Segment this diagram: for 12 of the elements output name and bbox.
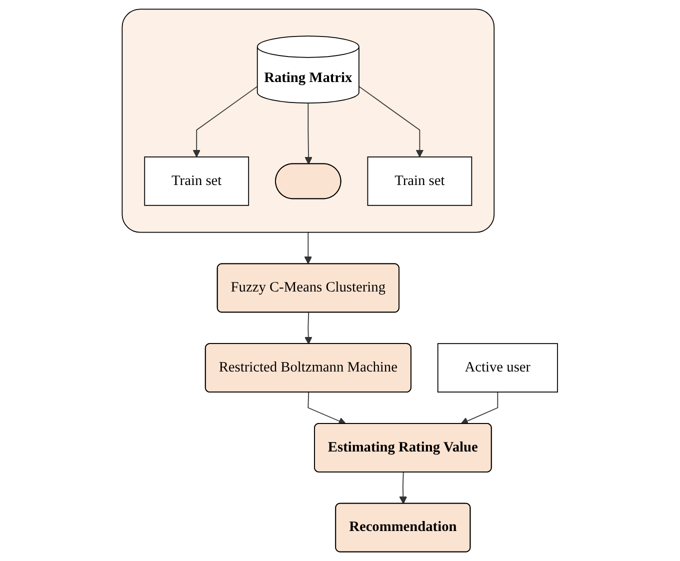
arrow <box>304 232 312 264</box>
node-box: Active user <box>438 343 558 393</box>
arrow <box>399 472 408 504</box>
arrow <box>304 102 313 164</box>
arrow <box>308 392 346 425</box>
node-box: Train set <box>367 156 472 206</box>
arrow <box>460 392 498 425</box>
node-box: Train set <box>144 156 250 206</box>
cluster <box>122 8 495 233</box>
arrow <box>358 86 424 158</box>
arrow <box>192 86 258 158</box>
arrow <box>304 312 312 344</box>
